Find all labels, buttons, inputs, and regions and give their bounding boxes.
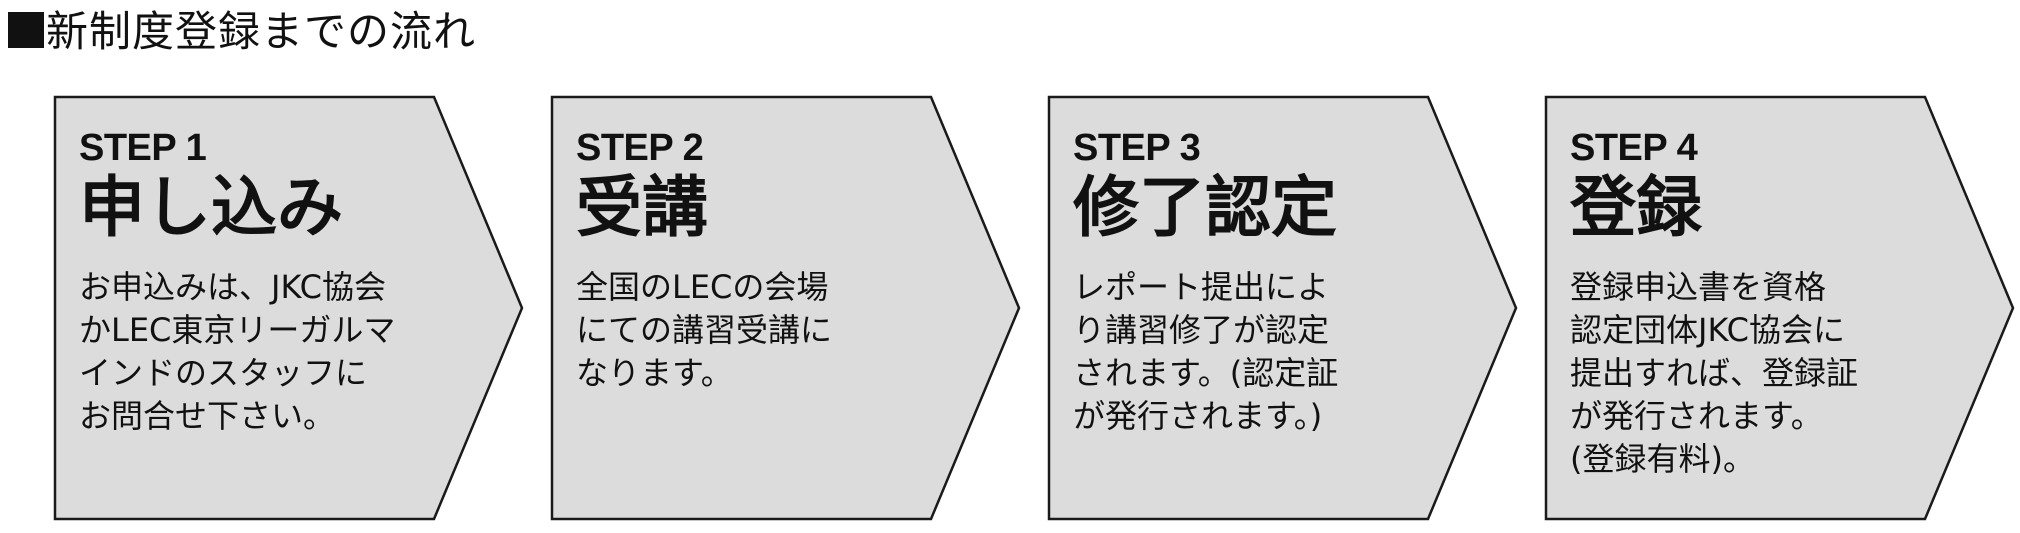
step-1-arrow-shape (53, 95, 524, 521)
step-2-desc-line: なります。 (576, 354, 733, 392)
step-1-box: STEP 1 申し込み お申込みは、JKC協会 かLEC東京リーガルマ インドの… (53, 95, 524, 521)
step-1-desc-line: お申込みは、JKC協会 (79, 268, 387, 306)
step-4-label: STEP 4 (1570, 127, 1698, 169)
step-4-desc-line: が発行されます。 (1570, 397, 1823, 435)
step-1-description: お申込みは、JKC協会 かLEC東京リーガルマ インドのスタッフに お問合せ下さ… (79, 266, 439, 438)
step-3-desc-line: されます。(認定証 (1073, 354, 1339, 392)
step-1-desc-line: かLEC東京リーガルマ (79, 311, 396, 349)
step-2-desc-line: にての講習受講に (576, 311, 833, 349)
title-square-icon (8, 12, 44, 48)
step-4-desc-line: 登録申込書を資格 (1570, 268, 1827, 306)
step-3-box: STEP 3 修了認定 レポート提出によ り講習修了が認定 されます。(認定証 … (1047, 95, 1518, 521)
page-title-text: 新制度登録までの流れ (46, 7, 477, 56)
step-2-name: 受講 (576, 169, 708, 246)
step-3-label: STEP 3 (1073, 127, 1201, 169)
step-1-label: STEP 1 (79, 127, 207, 169)
step-3-name: 修了認定 (1073, 169, 1337, 246)
step-3-desc-line: り講習修了が認定 (1073, 311, 1330, 349)
step-1-desc-line: インドのスタッフに (79, 354, 368, 392)
step-3-desc-line: レポート提出によ (1073, 268, 1330, 306)
step-3-arrow-shape (1047, 95, 1518, 521)
step-2-label: STEP 2 (576, 127, 704, 169)
step-4-description: 登録申込書を資格 認定団体JKC協会に 提出すれば、登録証 が発行されます。 (… (1570, 266, 1930, 481)
step-2-arrow-shape (550, 95, 1021, 521)
step-4-desc-line: (登録有料)。 (1570, 440, 1755, 478)
step-1-name: 申し込み (79, 169, 343, 246)
step-3-desc-line: が発行されます。) (1073, 397, 1323, 435)
step-4-desc-line: 提出すれば、登録証 (1570, 354, 1859, 392)
step-2-description: 全国のLECの会場 にての講習受講に なります。 (576, 266, 936, 395)
step-3-description: レポート提出によ り講習修了が認定 されます。(認定証 が発行されます。) (1073, 266, 1433, 438)
step-4-arrow-shape (1544, 95, 2015, 521)
step-1-desc-line: お問合せ下さい。 (79, 397, 336, 435)
page-title: 新制度登録までの流れ (8, 6, 476, 58)
step-2-desc-line: 全国のLECの会場 (576, 268, 829, 306)
step-2-box: STEP 2 受講 全国のLECの会場 にての講習受講に なります。 (550, 95, 1021, 521)
step-4-name: 登録 (1570, 169, 1702, 246)
step-4-desc-line: 認定団体JKC協会に (1570, 311, 1846, 349)
step-4-box: STEP 4 登録 登録申込書を資格 認定団体JKC協会に 提出すれば、登録証 … (1544, 95, 2015, 521)
